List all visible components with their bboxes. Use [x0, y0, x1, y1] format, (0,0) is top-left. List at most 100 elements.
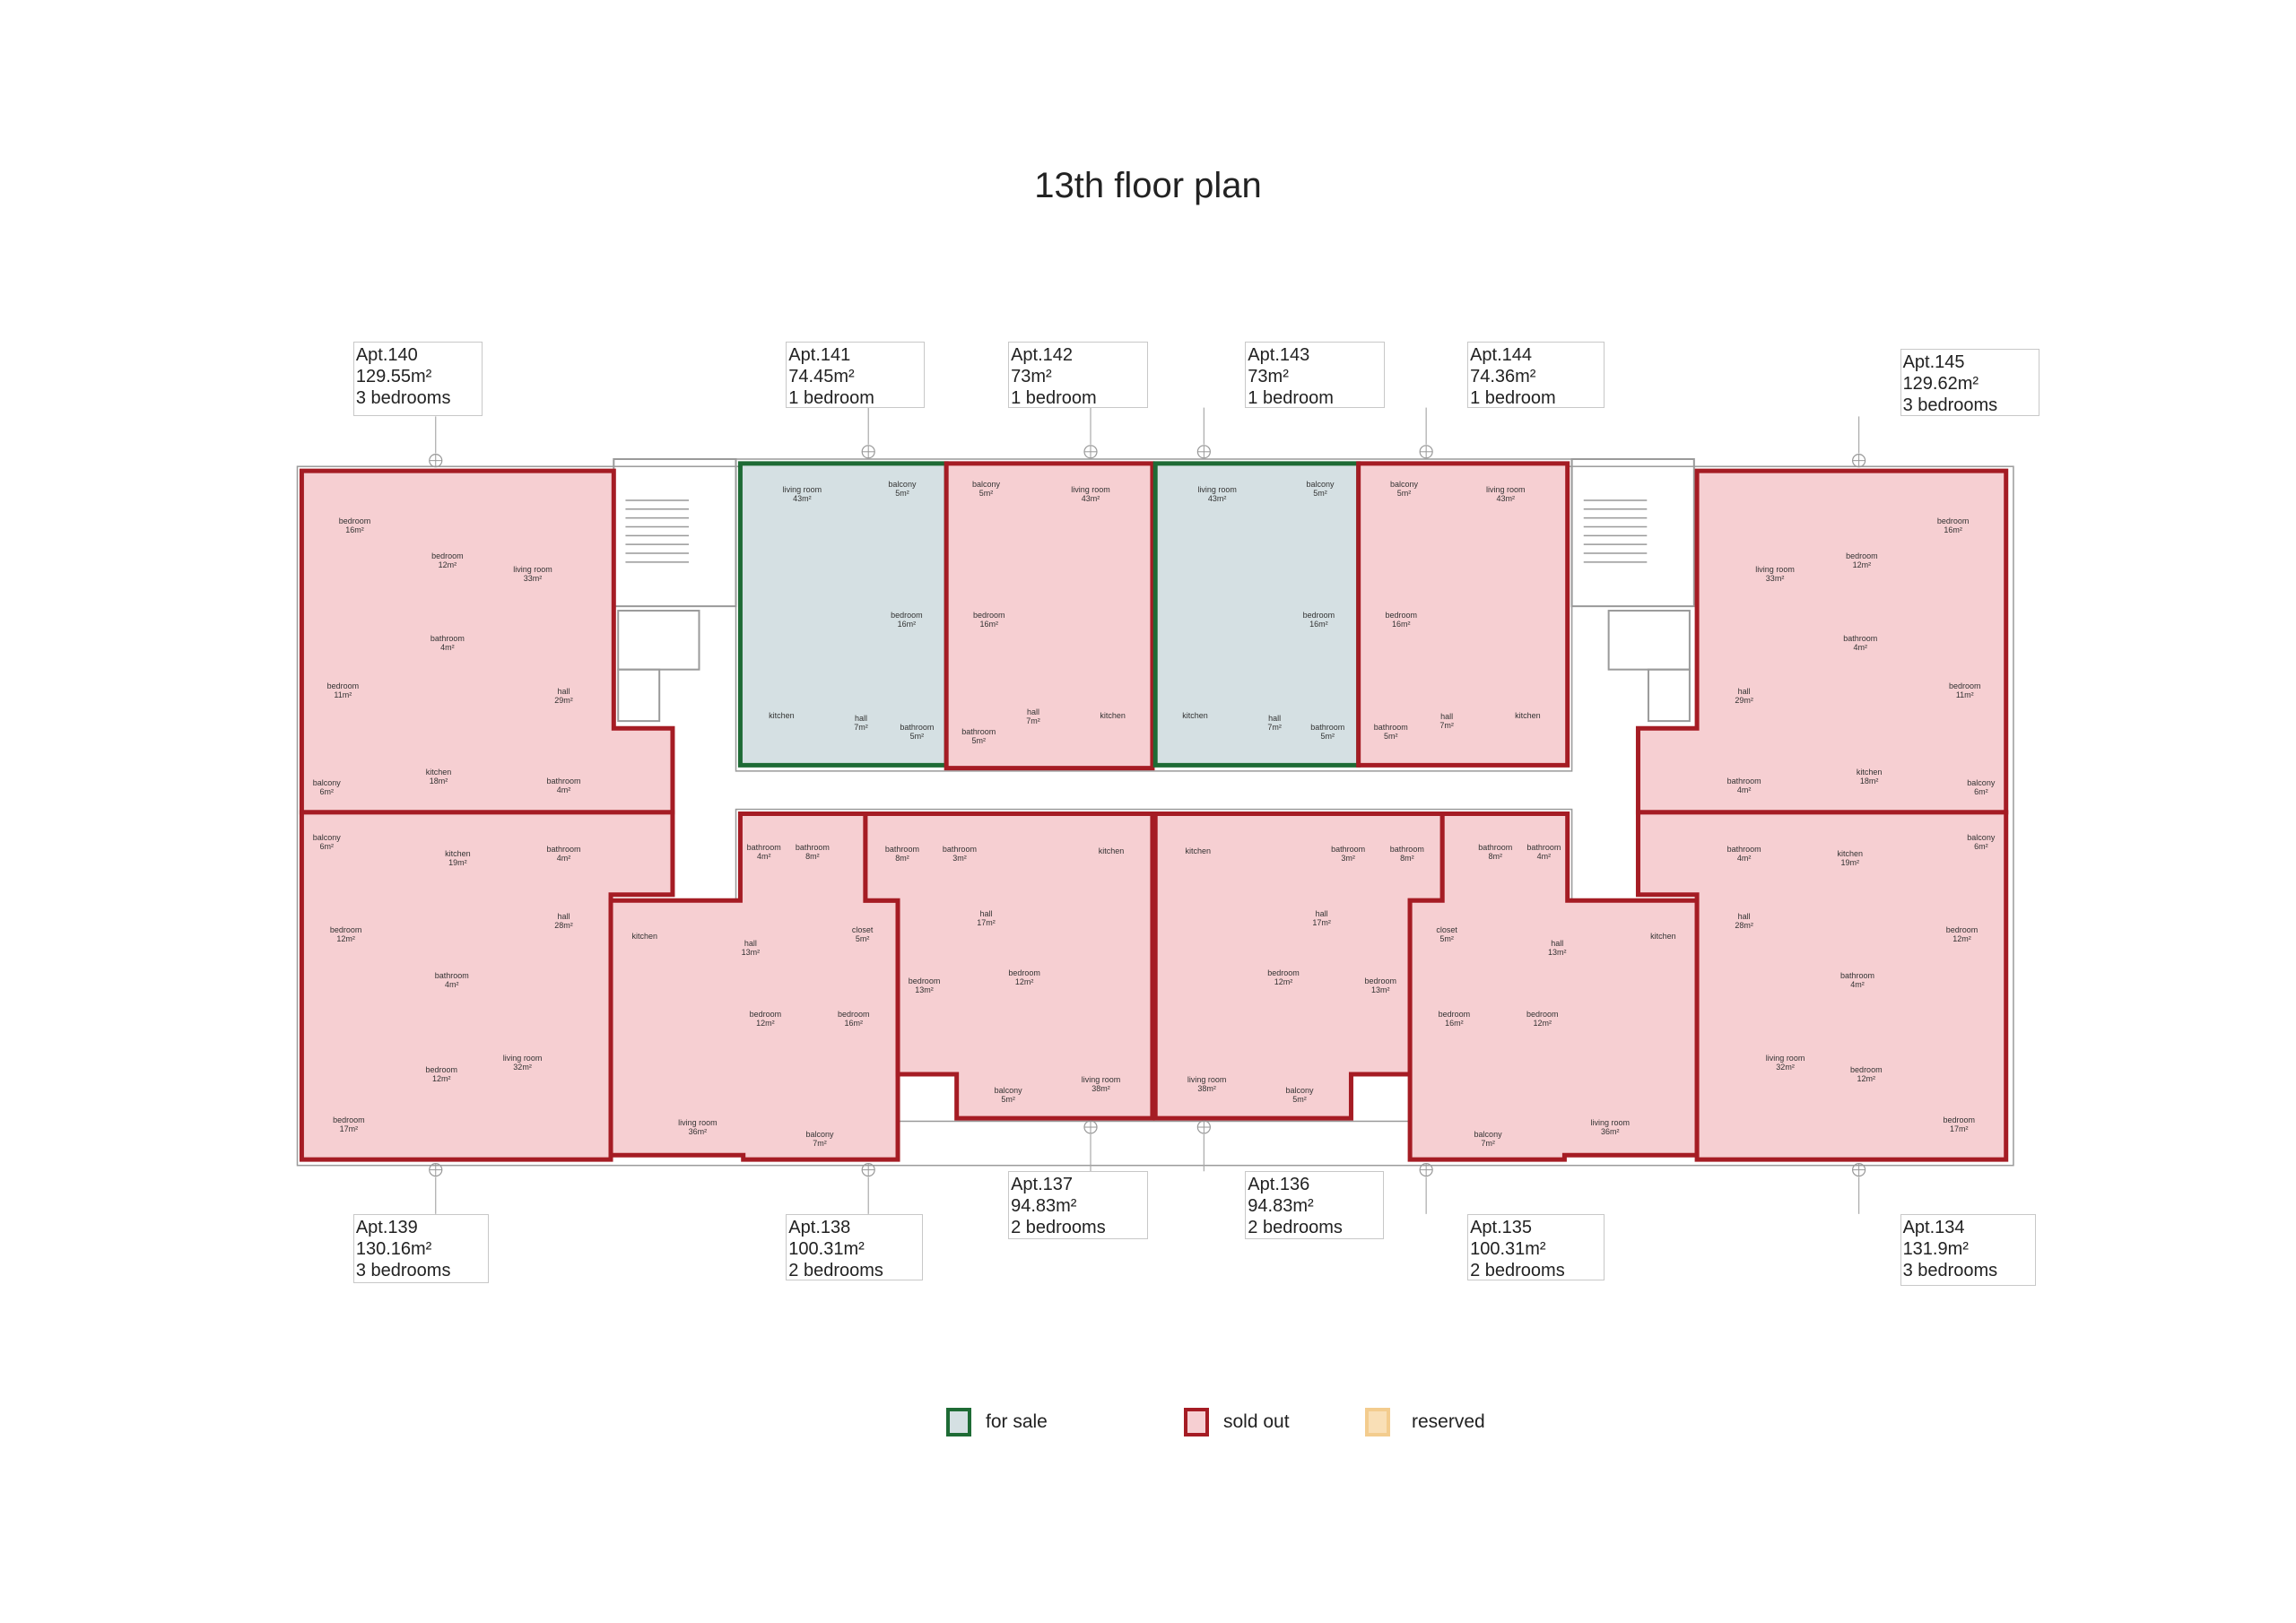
apartment-134-area[interactable]: [1635, 810, 2009, 1162]
room-name: hall: [1551, 938, 1564, 948]
room-area: 7m²: [1439, 721, 1454, 731]
room-name: bathroom: [546, 777, 581, 786]
room-area: 3m²: [952, 853, 967, 863]
room-name: living room: [782, 485, 822, 495]
apartment-area: 100.31m²: [1470, 1238, 1546, 1259]
room-area: 5m²: [855, 934, 870, 944]
room-name: living room: [513, 565, 552, 574]
apartment-bedrooms: 3 bedrooms: [355, 1260, 451, 1280]
room-name: kitchen: [425, 768, 452, 777]
room-area: 29m²: [1735, 696, 1753, 706]
apartment-area: 74.36m²: [1470, 366, 1536, 386]
room-area: 7m²: [854, 722, 868, 732]
apartment-142-area[interactable]: [944, 461, 1155, 771]
room-name: living room: [502, 1053, 543, 1063]
room-area: 28m²: [1735, 921, 1753, 931]
room-area: 36m²: [688, 1127, 708, 1137]
room-name: hall: [979, 909, 993, 918]
room-name: balcony: [1474, 1130, 1502, 1140]
apartment-137-area[interactable]: [863, 811, 1155, 1121]
room-name: bathroom: [1331, 844, 1366, 854]
room-area: 13m²: [1547, 947, 1567, 957]
room-area: 16m²: [979, 619, 999, 629]
room-name: bedroom: [1949, 681, 1981, 690]
room-name: bedroom: [1364, 976, 1397, 986]
apartment-area: 130.16m²: [355, 1238, 432, 1259]
room-name: bathroom: [746, 843, 781, 853]
page-title: 13th floor plan: [1034, 166, 1262, 205]
legend-swatch: [946, 1408, 971, 1436]
room-name: bedroom: [1945, 925, 1979, 935]
room-area: 12m²: [1274, 976, 1293, 986]
room-name: bathroom: [546, 844, 581, 854]
room-area: 13m²: [741, 947, 761, 957]
room-name: bedroom: [338, 516, 371, 525]
room-area: 7m²: [1026, 716, 1040, 726]
room-area: 12m²: [1952, 934, 1971, 944]
room-name: balcony: [312, 832, 341, 842]
apartment-number: Apt.137: [1011, 1175, 1074, 1195]
room-area: 16m²: [1944, 525, 1962, 534]
room-area: 13m²: [915, 985, 934, 995]
apartment-bedrooms: 1 bedroom: [1470, 387, 1556, 408]
building-outline: [735, 458, 1573, 772]
stair-core: [617, 610, 700, 671]
room-area: 17m²: [1312, 918, 1331, 927]
room-name: hall: [1737, 687, 1751, 697]
room-name: balcony: [312, 777, 341, 787]
room-area: 4m²: [440, 643, 455, 653]
room-name: hall: [1440, 712, 1454, 722]
room-area: 5m²: [1396, 488, 1412, 498]
room-name: bathroom: [1726, 777, 1761, 786]
apartment-139-area[interactable]: [299, 810, 675, 1162]
room-name: living room: [1197, 485, 1237, 495]
room-label: kitchen: [632, 932, 658, 941]
room-label: kitchen: [1650, 932, 1676, 941]
room-area: 4m²: [1853, 643, 1868, 653]
room-name: balcony: [1306, 479, 1335, 489]
stair-core: [1647, 668, 1691, 723]
room-name: hall: [1268, 713, 1282, 723]
apartment-144-area[interactable]: [1356, 461, 1570, 768]
room-area: 4m²: [445, 979, 459, 989]
room-name: balcony: [994, 1085, 1022, 1095]
